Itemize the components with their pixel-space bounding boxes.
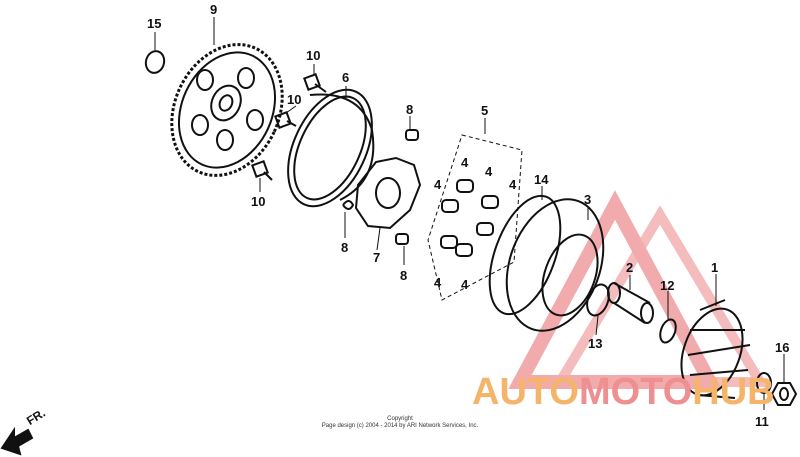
callout-4: 4: [461, 155, 469, 170]
ramp-plate-part: [354, 156, 422, 230]
guide-part: [395, 233, 409, 245]
callout-4: 4: [461, 277, 469, 292]
copyright-notice: Copyright Page design (c) 2004 - 2014 by…: [0, 416, 800, 430]
watermark-part-3: HUB: [692, 371, 775, 413]
callout-8: 8: [400, 268, 407, 283]
callout-6: 6: [342, 70, 349, 85]
front-arrow-icon: [0, 426, 34, 456]
callout-3: 3: [584, 192, 591, 207]
callout-15: 15: [147, 16, 161, 31]
watermark-logo: [508, 190, 769, 389]
washer-part: [659, 318, 677, 344]
washer-part: [586, 283, 610, 317]
callout-12: 12: [660, 278, 674, 293]
belt-ring-part: [488, 194, 562, 316]
roller-set-part: [427, 134, 523, 301]
callout-8: 8: [341, 240, 348, 255]
watermark-text: AUTOMOTOHUB: [472, 372, 775, 412]
watermark-part-1: AUTO: [472, 371, 579, 413]
callout-13: 13: [588, 336, 602, 351]
bolt-part: [303, 73, 327, 93]
bolt-part: [274, 111, 297, 129]
bolt-part: [251, 160, 273, 181]
o-ring-part: [144, 50, 166, 74]
drive-face-part: [505, 198, 605, 332]
callout-4: 4: [434, 275, 442, 290]
callout-5: 5: [481, 103, 488, 118]
collar-part: [607, 282, 654, 324]
callout-11: 11: [755, 414, 769, 429]
clutch-outer-part: [287, 88, 375, 208]
callout-4: 4: [509, 177, 517, 192]
callout-2: 2: [626, 260, 633, 275]
callout-8: 8: [406, 102, 413, 117]
callout-10: 10: [306, 48, 320, 63]
guide-part: [342, 200, 355, 210]
callout-10: 10: [251, 194, 265, 209]
sprocket-part: [170, 43, 284, 177]
callout-7: 7: [373, 250, 380, 265]
callout-4: 4: [434, 177, 442, 192]
callout-1: 1: [711, 260, 718, 275]
nut-part: [770, 382, 798, 406]
fan-pulley-part: [680, 299, 751, 399]
callout-10: 10: [287, 92, 301, 107]
callout-9: 9: [210, 2, 217, 17]
callout-14: 14: [534, 172, 549, 187]
callout-16: 16: [775, 340, 789, 355]
watermark-part-2: MOTO: [578, 371, 693, 413]
callout-4: 4: [485, 164, 493, 179]
copyright-line-1: Copyright: [387, 416, 413, 422]
guide-part: [405, 129, 419, 141]
copyright-line-2: Page design (c) 2004 - 2014 by ARI Netwo…: [321, 423, 479, 429]
